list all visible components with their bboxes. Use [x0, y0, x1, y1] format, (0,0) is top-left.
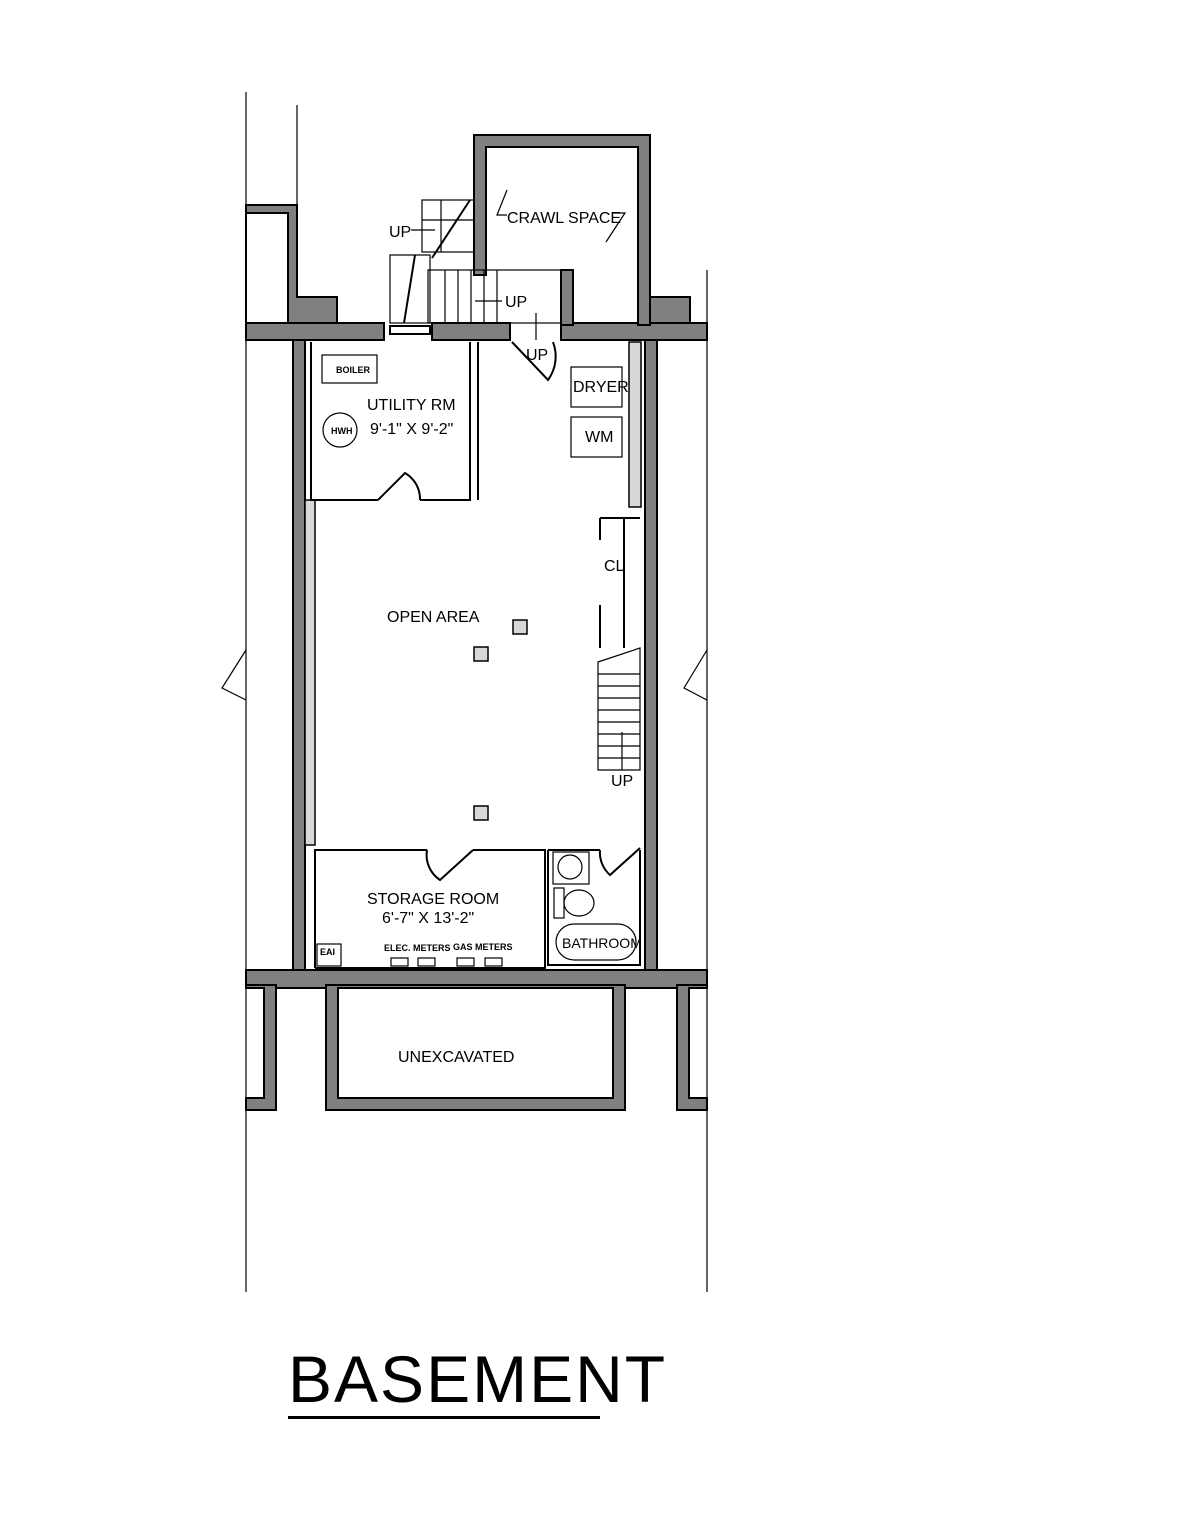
neighbor-wall-right: [649, 296, 691, 324]
dryer: [570, 366, 623, 408]
top-wall: [560, 322, 708, 341]
gas-meter: [456, 957, 475, 967]
top-wall: [431, 322, 511, 341]
sink: [557, 854, 583, 880]
panel-label: EAI: [320, 947, 335, 957]
bathroom-door[interactable]: [598, 847, 641, 877]
utility-room-size: 9'-1" X 9'-2": [370, 421, 453, 438]
left-wall-inner: [304, 499, 316, 846]
neighbor-wall-left: [245, 984, 277, 1111]
toilet-tank: [553, 887, 565, 919]
bathtub: [555, 923, 637, 961]
closet-walls: [599, 517, 640, 648]
right-wall: [644, 339, 658, 986]
elec-meters-label: ELEC. METERS: [384, 943, 451, 953]
column: [473, 805, 489, 821]
gas-meter: [484, 957, 503, 967]
bathroom-label: BATHROOM: [562, 935, 642, 951]
utility-room-walls: [310, 342, 479, 501]
utility-room-label: UTILITY RM: [367, 397, 456, 414]
interior-stairs[interactable]: [597, 647, 641, 771]
arrow-icon: [496, 189, 508, 216]
crawl-space-label: CRAWL SPACE: [507, 210, 621, 227]
stair-treads: [389, 254, 431, 324]
open-area-label: OPEN AREA: [387, 609, 480, 626]
toilet: [563, 889, 595, 917]
electrical-panel: [316, 943, 342, 967]
washer-label: WM: [585, 429, 613, 446]
utility-door[interactable]: [377, 471, 422, 501]
elec-meter: [390, 957, 409, 967]
closet-label: CL: [604, 558, 625, 575]
left-wall: [292, 339, 306, 986]
washer: [570, 416, 623, 458]
crawl-space-wall: [473, 134, 651, 326]
column: [473, 646, 489, 662]
stair-up-label: UP: [611, 773, 633, 790]
neighbor-wall-left: [245, 204, 338, 340]
storage-room-size: 6'-7" X 13'-2": [382, 910, 474, 927]
crawl-space-wall: [560, 269, 574, 326]
break-mark-right: [683, 649, 708, 701]
stair-treads: [421, 199, 475, 253]
storage-room-label: STORAGE ROOM: [367, 891, 499, 908]
top-wall: [245, 322, 385, 341]
bathroom-walls: [547, 849, 641, 966]
gas-meters-label: GAS METERS: [453, 942, 513, 952]
stair-treads: [427, 269, 562, 324]
stair-up-label: UP: [526, 347, 548, 364]
boiler: [321, 354, 378, 384]
unexcavated-label: UNEXCAVATED: [398, 1049, 514, 1066]
column: [512, 619, 528, 635]
water-heater: [322, 412, 358, 448]
dryer-label: DRYER: [573, 379, 629, 396]
storage-room-walls: [314, 849, 546, 969]
boiler-label: BOILER: [336, 365, 371, 375]
exterior-door[interactable]: [511, 341, 557, 382]
stair-up-label: UP: [389, 224, 411, 241]
unexcavated-wall: [325, 984, 626, 1111]
right-wall-inner: [628, 341, 642, 508]
break-mark-left: [221, 649, 247, 701]
neighbor-wall-right: [676, 984, 708, 1111]
water-heater-label: HWH: [331, 426, 353, 436]
storage-door[interactable]: [425, 849, 474, 882]
stair-up-label: UP: [505, 294, 527, 311]
plan-title: BASEMENT: [288, 1346, 665, 1419]
elec-meter: [417, 957, 436, 967]
arrow-icon: [605, 212, 627, 243]
window: [389, 325, 431, 335]
sink: [552, 851, 590, 885]
